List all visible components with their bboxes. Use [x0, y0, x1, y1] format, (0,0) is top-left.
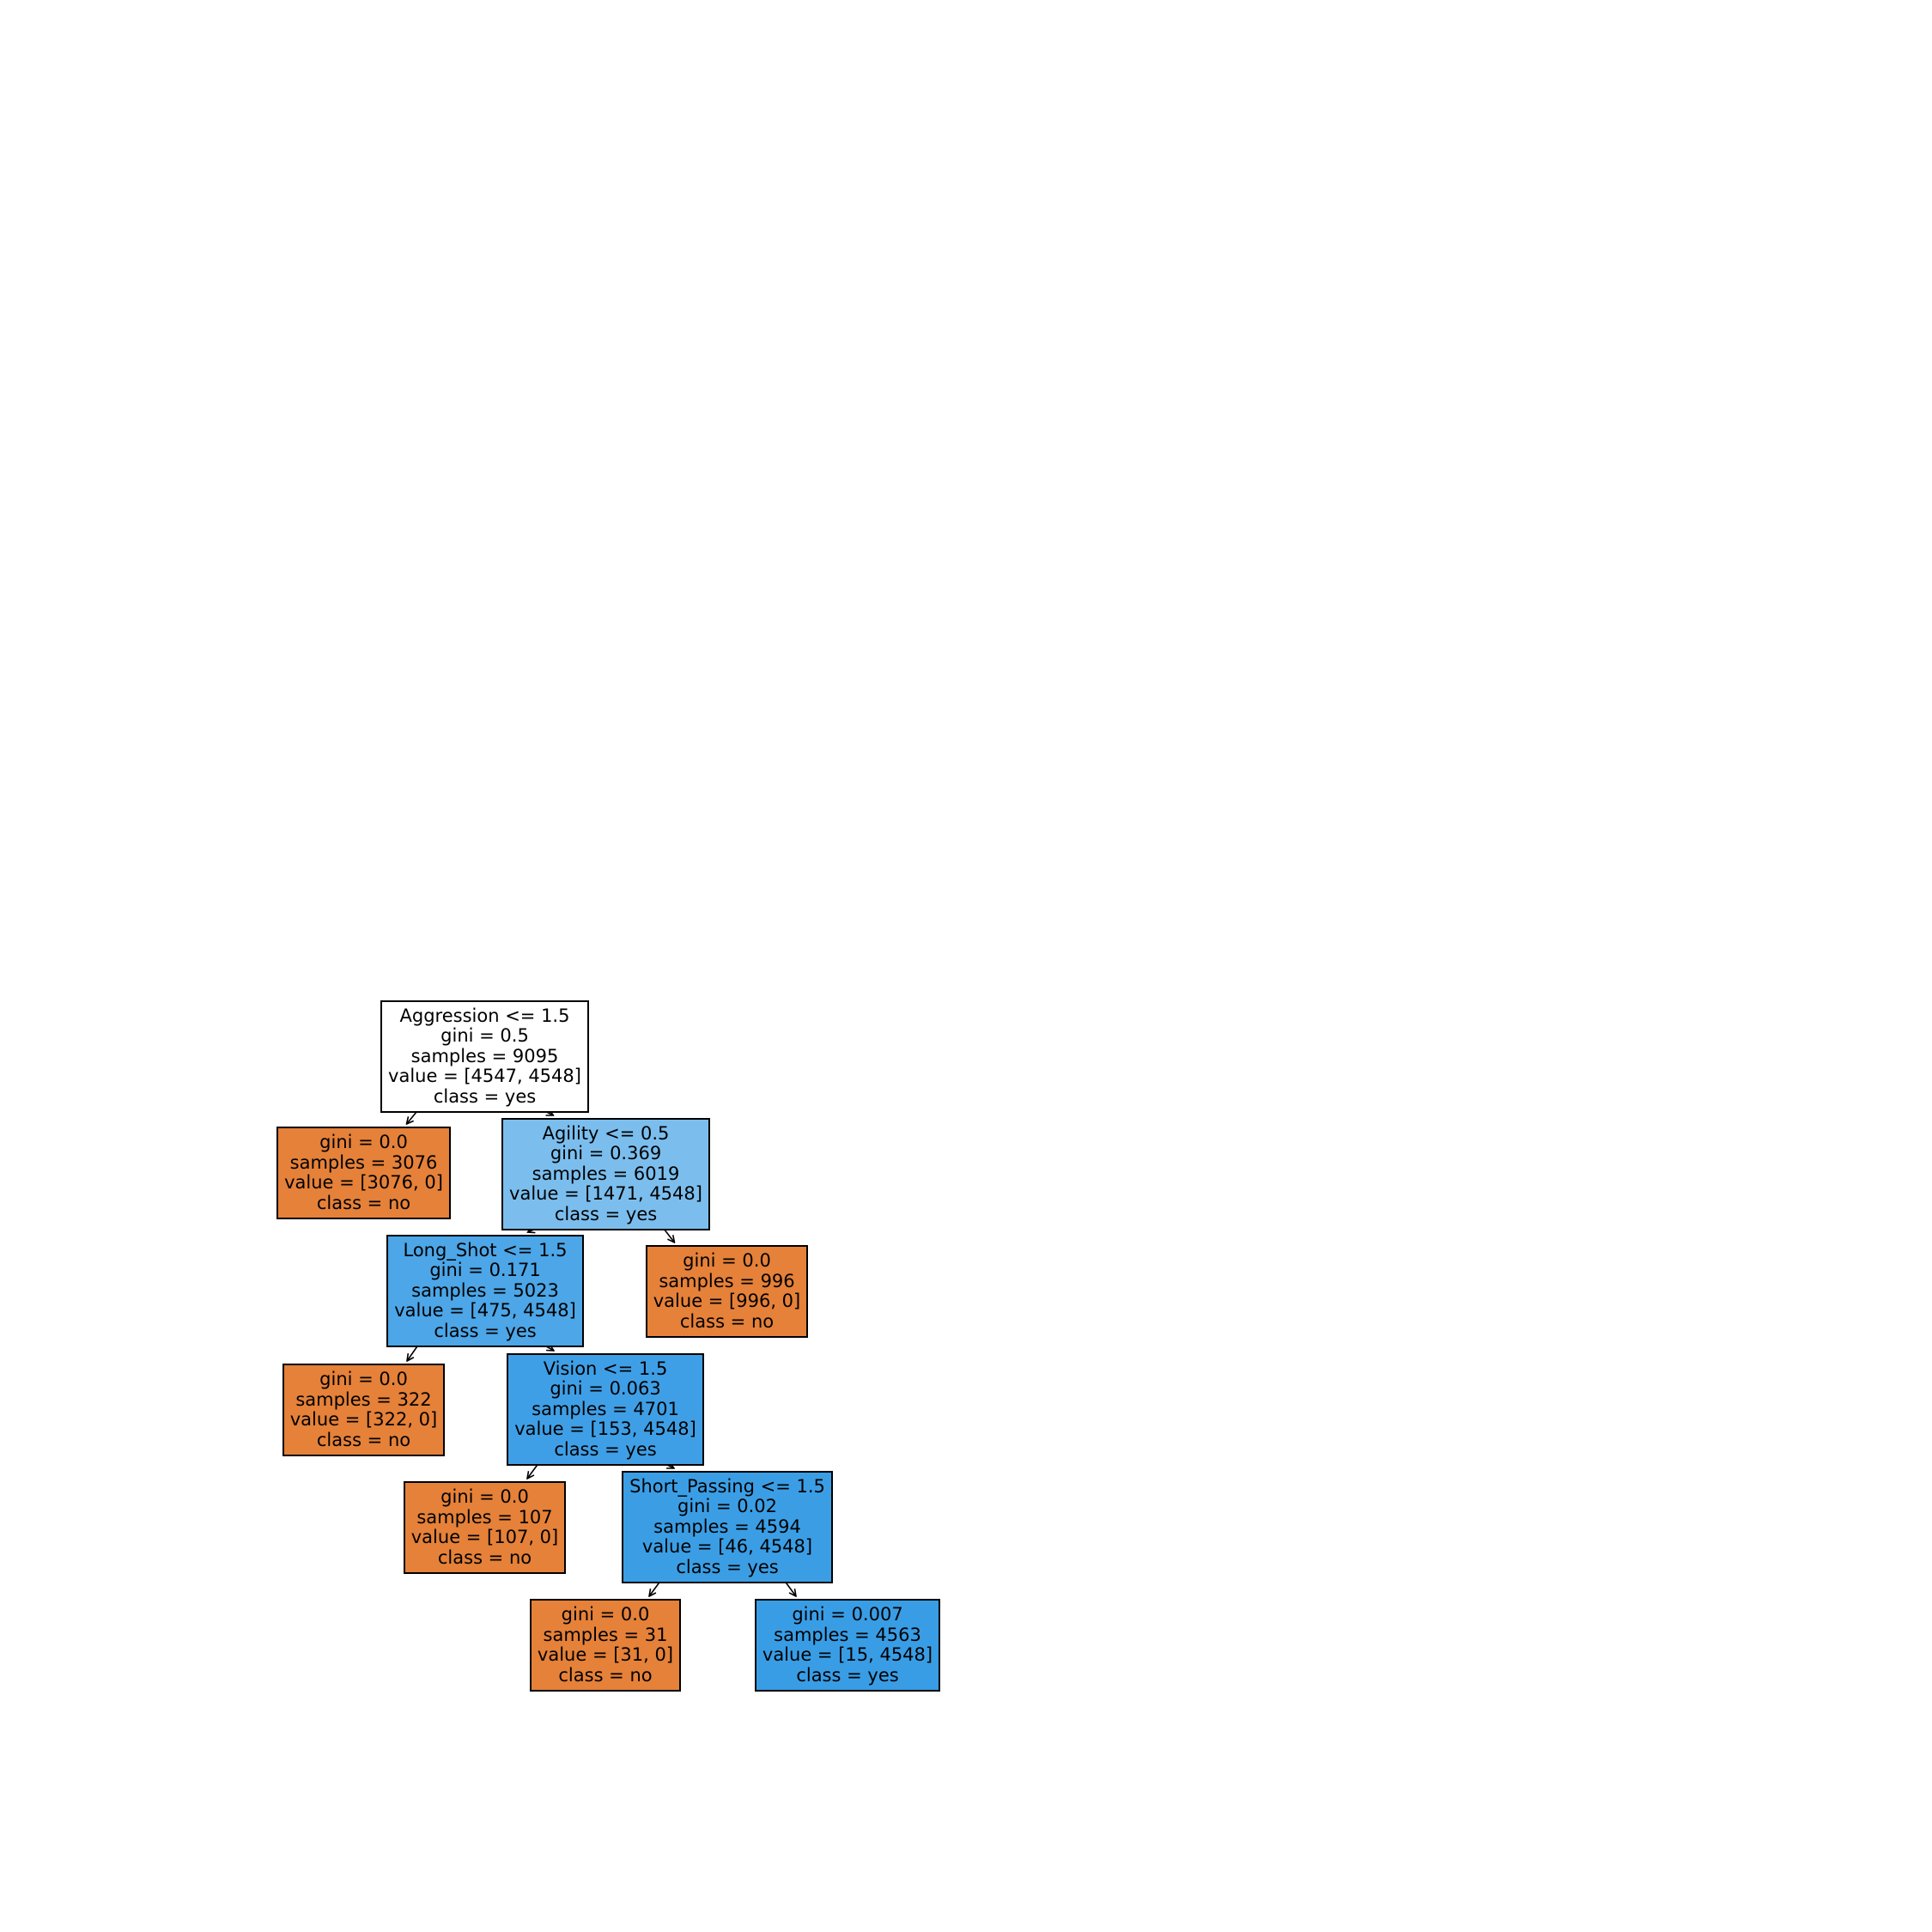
node-text-line: Vision <= 1.5	[543, 1358, 668, 1379]
node-text-line: class = yes	[554, 1438, 657, 1460]
node-text-line: value = [1471, 4548]	[509, 1183, 702, 1205]
node-text-line: class = yes	[554, 1203, 658, 1224]
node-text-line: class = yes	[676, 1556, 779, 1577]
node-text-line: samples = 4701	[532, 1398, 679, 1419]
node-text-line: value = [153, 4548]	[514, 1419, 696, 1440]
node-text-line: value = [322, 0]	[289, 1409, 438, 1430]
node-text-line: gini = 0.5	[440, 1025, 529, 1047]
node-text-line: samples = 6019	[532, 1163, 680, 1184]
node-text-line: samples = 31	[543, 1624, 668, 1645]
node-text-line: gini = 0.02	[677, 1496, 777, 1517]
node-text-line: value = [107, 0]	[410, 1527, 559, 1547]
node-text-line: class = yes	[433, 1085, 537, 1107]
node-text-line: gini = 0.007	[792, 1604, 903, 1625]
node-text-line: gini = 0.0	[561, 1604, 650, 1625]
node-text-line: gini = 0.0	[683, 1250, 771, 1271]
node-text-line: gini = 0.171	[429, 1260, 541, 1281]
node-text-line: samples = 107	[416, 1506, 553, 1528]
node-text-line: Long_Shot <= 1.5	[403, 1239, 568, 1261]
node-text-line: gini = 0.369	[550, 1143, 662, 1164]
node-text-line: samples = 4594	[653, 1516, 801, 1537]
node-text-line: samples = 996	[659, 1270, 795, 1291]
node-text-line: value = [31, 0]	[537, 1644, 674, 1665]
node-text-line: samples = 9095	[410, 1045, 559, 1066]
node-text-line: gini = 0.0	[319, 1132, 408, 1152]
node-text-line: class = no	[679, 1310, 775, 1332]
node-text-line: Short_Passing <= 1.5	[629, 1475, 825, 1497]
node-text-line: samples = 3076	[289, 1151, 438, 1173]
node-text-line: samples = 4563	[774, 1624, 921, 1645]
node-text-line: class = no	[437, 1546, 532, 1568]
node-text-line: gini = 0.063	[550, 1378, 661, 1400]
node-text-line: value = [4547, 4548]	[388, 1066, 581, 1087]
node-text-line: value = [46, 4548]	[641, 1536, 813, 1558]
node-text-line: class = no	[316, 1429, 411, 1450]
node-text-line: class = no	[558, 1664, 653, 1686]
node-text-line: class = no	[316, 1192, 411, 1213]
node-text-line: value = [475, 4548]	[394, 1300, 576, 1321]
node-text-line: value = [15, 4548]	[762, 1644, 933, 1665]
node-text-line: samples = 322	[295, 1388, 432, 1410]
node-text-line: class = yes	[434, 1320, 537, 1341]
node-text-line: class = yes	[796, 1664, 899, 1686]
node-text-line: Aggression <= 1.5	[399, 1005, 570, 1026]
node-text-line: gini = 0.0	[440, 1486, 529, 1507]
node-text-line: value = [3076, 0]	[284, 1172, 443, 1193]
node-text-line: samples = 5023	[411, 1279, 559, 1301]
node-text-line: Agility <= 0.5	[542, 1122, 670, 1144]
node-text-line: gini = 0.0	[319, 1369, 408, 1389]
node-text-line: value = [996, 0]	[653, 1291, 801, 1311]
